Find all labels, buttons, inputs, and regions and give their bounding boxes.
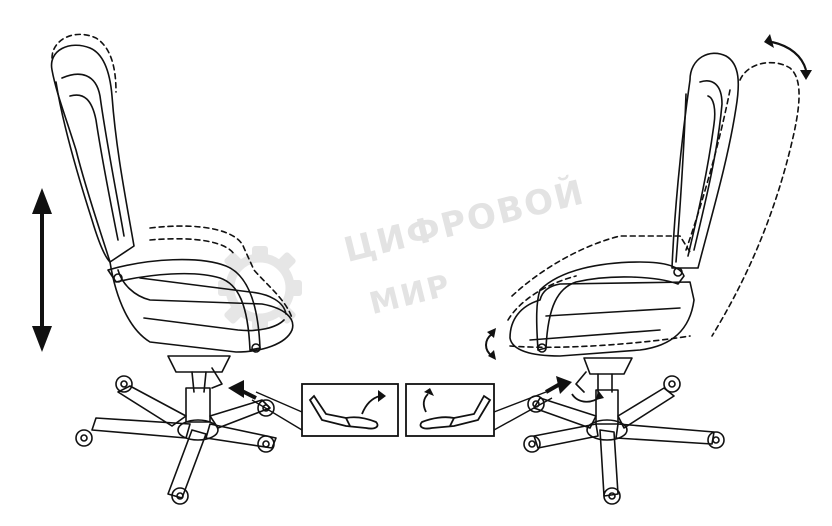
height-adjust-arrow xyxy=(32,188,52,352)
backrest-tilt-arrow xyxy=(764,34,812,80)
callout-leaders xyxy=(251,391,553,431)
seat-rock-arrow xyxy=(485,328,496,360)
pointer-arrow-right xyxy=(545,376,572,394)
lever-rotation-arrow xyxy=(571,390,604,403)
left-lever-detail-box xyxy=(301,383,399,437)
pointer-arrow-left xyxy=(228,380,257,400)
right-chair xyxy=(507,52,800,505)
left-chair xyxy=(50,33,294,505)
right-lever-detail-box xyxy=(405,383,495,437)
